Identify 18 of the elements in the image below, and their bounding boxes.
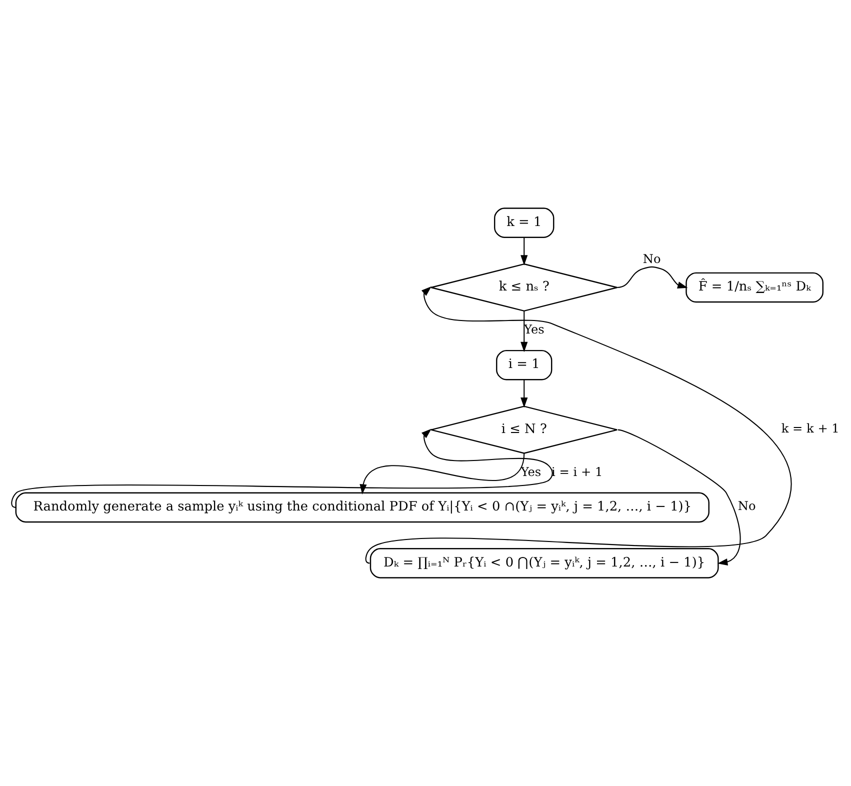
edge-label: No	[642, 252, 661, 266]
arrow	[520, 238, 528, 266]
edge-label: k = k + 1	[781, 422, 840, 436]
node-diamond: i ≤ N ?	[430, 406, 618, 454]
edge-label: Yes	[520, 464, 542, 479]
node-box: i = 1	[496, 350, 552, 380]
arrow	[11, 428, 553, 508]
arrow	[520, 380, 528, 408]
node-box: k = 1	[494, 208, 554, 238]
arrow	[618, 429, 741, 566]
node-box: Randomly generate a sample yᵢᵏ using the conditional PDF of Yᵢ|{Yᵢ < 0 ∩(Yⱼ = yᵢᵏ, j = 1,2, …, i − 1)}	[15, 492, 710, 523]
arrow	[360, 453, 525, 494]
node-box: Dₖ = ∏ᵢ₌₁ᴺ Pᵣ{Yᵢ < 0 ⋂(Yⱼ = yᵢᵏ, j = 1,2, …, i − 1)}	[370, 548, 719, 578]
arrow	[617, 266, 688, 288]
edge-label: No	[738, 499, 756, 514]
node-box: F̂ = 1/nₛ ∑ₖ₌₁ⁿˢ Dₖ	[686, 272, 824, 303]
node-diamond: k ≤ nₛ ?	[430, 263, 618, 312]
arrow	[520, 310, 528, 352]
